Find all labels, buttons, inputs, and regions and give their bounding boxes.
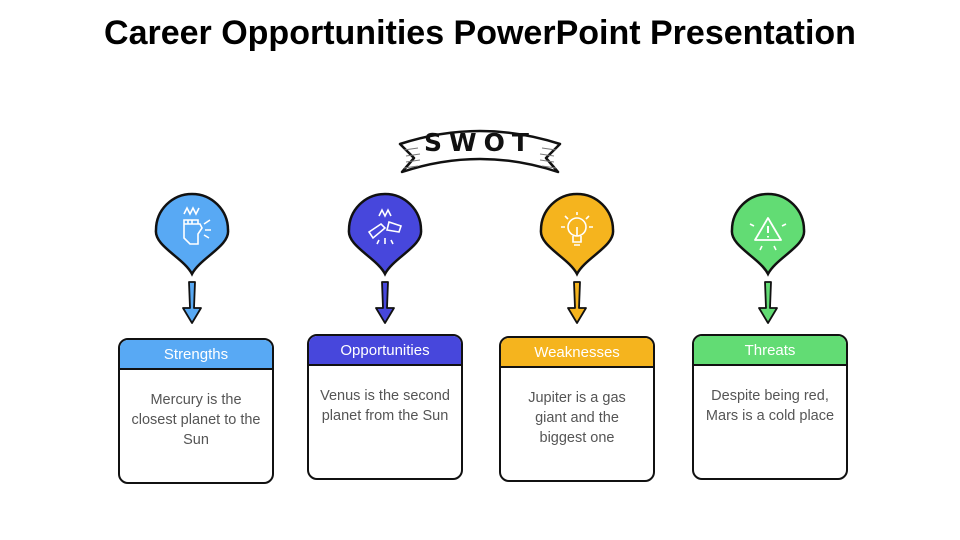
card-text: Venus is the second planet from the Sun [320,388,450,424]
lightbulb-icon [561,212,593,246]
down-arrow-icon [375,281,395,324]
pin-marker [539,192,615,277]
card-header: Opportunities [309,336,461,366]
down-arrow-icon [758,281,778,324]
banner-ribbon [398,129,562,174]
card-text: Despite being red, Mars is a cold place [705,388,835,424]
down-arrow-icon [567,281,587,324]
broken-chain-icon [367,208,403,245]
card-header: Strengths [120,340,272,370]
card-header: Weaknesses [501,338,653,368]
pin-marker [730,192,806,277]
card-text: Jupiter is a gas giant and the biggest o… [528,390,626,446]
down-arrow-icon [182,281,202,324]
pin-marker [347,192,423,277]
pin-marker [154,192,230,277]
slide-title: Career Opportunities PowerPoint Presenta… [104,14,856,52]
card-text: Mercury is the closest planet to the Sun [131,392,261,448]
warning-icon [749,217,787,251]
card-header: Threats [694,336,846,366]
banner-text: SWOT [424,128,536,157]
fist-icon [183,206,211,245]
